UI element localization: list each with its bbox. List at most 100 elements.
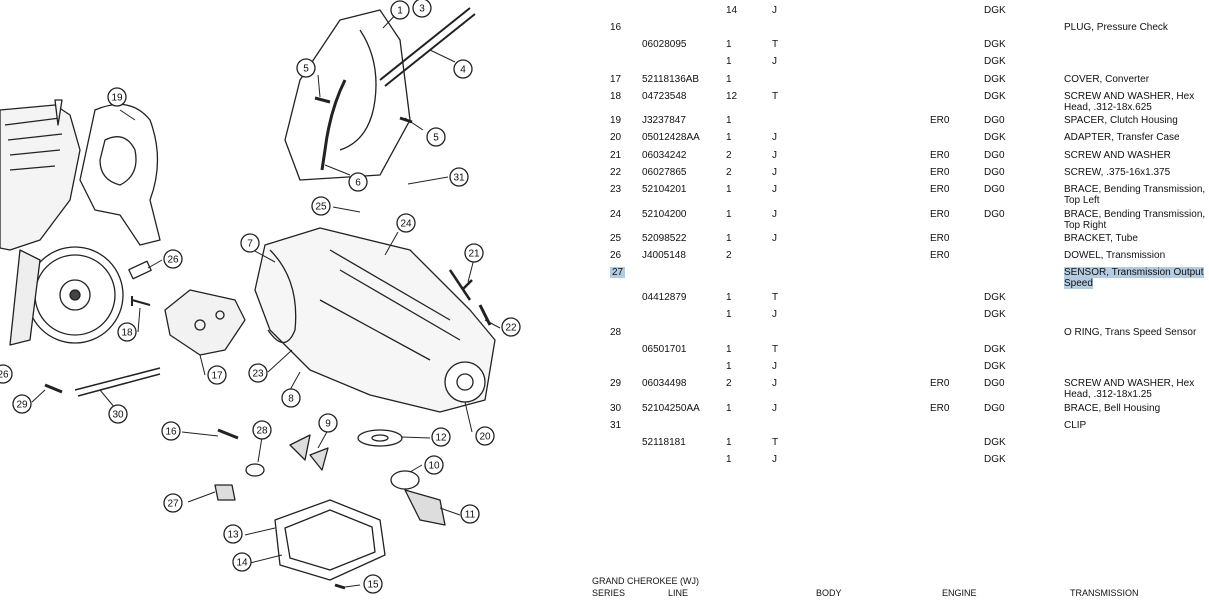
svg-text:13: 13 bbox=[227, 530, 239, 541]
cell-item: 21 bbox=[610, 150, 622, 161]
callout-30: 30 bbox=[108, 404, 128, 424]
cell-trans: DGK bbox=[984, 344, 1006, 355]
callout-9: 9 bbox=[318, 413, 338, 433]
cell-qty: 1 bbox=[726, 403, 732, 414]
cell-trans: DGK bbox=[984, 437, 1006, 448]
cell-qty: 1 bbox=[726, 74, 732, 85]
cell-desc: DOWEL, Transmission bbox=[1064, 250, 1166, 261]
cell-pn: 06034242 bbox=[642, 150, 687, 161]
callout-31: 31 bbox=[449, 167, 469, 187]
cell-item: 18 bbox=[610, 91, 622, 102]
cell-eng: ER0 bbox=[930, 250, 950, 261]
svg-text:30: 30 bbox=[112, 410, 124, 421]
cell-eng: ER0 bbox=[930, 115, 950, 126]
cell-eng: ER0 bbox=[930, 403, 950, 414]
cell-code: T bbox=[772, 292, 779, 303]
cell-pn: 52118181 bbox=[642, 437, 686, 448]
cell-qty: 1 bbox=[726, 132, 732, 143]
cell-item: 20 bbox=[610, 132, 622, 143]
cell-trans: DGK bbox=[984, 132, 1006, 143]
cell-pn: 06027865 bbox=[642, 167, 687, 178]
cell-item: 19 bbox=[610, 115, 622, 126]
cell-desc: BRACKET, Tube bbox=[1064, 233, 1138, 244]
cell-trans: DGK bbox=[984, 56, 1006, 67]
cell-trans: DG0 bbox=[984, 403, 1005, 414]
callout-24: 24 bbox=[396, 213, 416, 233]
cell-qty: 1 bbox=[726, 115, 732, 126]
cell-pn: 52118136AB bbox=[642, 74, 700, 85]
cell-item: 30 bbox=[610, 403, 622, 414]
cell-desc: BRACE, Bending Transmission, Top Right bbox=[1064, 209, 1206, 231]
svg-text:6: 6 bbox=[355, 178, 361, 189]
cell-pn: 52104201 bbox=[642, 184, 687, 195]
cell-qty: 2 bbox=[726, 378, 732, 389]
cell-trans: DG0 bbox=[984, 115, 1005, 126]
cell-qty: 1 bbox=[726, 184, 732, 195]
cell-trans: DGK bbox=[984, 91, 1006, 102]
cell-code: J bbox=[772, 150, 777, 161]
cell-desc: SCREW AND WASHER bbox=[1064, 150, 1171, 161]
cell-code: J bbox=[772, 378, 777, 389]
callout-10: 10 bbox=[424, 455, 444, 475]
svg-text:26: 26 bbox=[0, 370, 9, 381]
cell-item: 29 bbox=[610, 378, 622, 389]
svg-text:12: 12 bbox=[435, 433, 447, 444]
callout-22: 22 bbox=[501, 317, 521, 337]
cell-eng: ER0 bbox=[930, 150, 950, 161]
callout-21: 21 bbox=[464, 243, 484, 263]
cell-trans: DG0 bbox=[984, 209, 1005, 220]
cell-desc: SCREW AND WASHER, Hex Head, .312-18x.625 bbox=[1064, 91, 1195, 113]
callout-20: 20 bbox=[475, 426, 495, 446]
cell-trans: DGK bbox=[984, 361, 1006, 372]
cell-code: J bbox=[772, 56, 777, 67]
cell-qty: 1 bbox=[726, 56, 732, 67]
line-label: LINE bbox=[668, 588, 689, 598]
svg-text:7: 7 bbox=[247, 239, 253, 250]
cell-item: 28 bbox=[610, 327, 622, 338]
cell-pn: 06034498 bbox=[642, 378, 687, 389]
cell-trans: DG0 bbox=[984, 150, 1005, 161]
cell-item: 22 bbox=[610, 167, 622, 178]
svg-text:21: 21 bbox=[468, 249, 480, 260]
engine-label: ENGINE bbox=[942, 588, 977, 598]
callout-23: 23 bbox=[248, 363, 268, 383]
cell-qty: 12 bbox=[726, 91, 738, 102]
callout-12: 12 bbox=[431, 427, 451, 447]
cell-item: 24 bbox=[610, 209, 622, 220]
cell-item: 26 bbox=[610, 250, 622, 261]
cell-qty: 1 bbox=[726, 39, 732, 50]
callout-5: 5 bbox=[296, 58, 316, 78]
transmission-label: TRANSMISSION bbox=[1070, 588, 1139, 598]
vehicle-name: GRAND CHEROKEE (WJ) bbox=[592, 576, 700, 586]
svg-text:3: 3 bbox=[419, 4, 425, 15]
cell-item: 27 bbox=[610, 267, 626, 278]
cell-item: 31 bbox=[610, 420, 622, 431]
svg-text:5: 5 bbox=[303, 64, 309, 75]
cell-trans: DGK bbox=[984, 454, 1006, 465]
cell-desc: O RING, Trans Speed Sensor bbox=[1064, 327, 1197, 338]
callout-28: 28 bbox=[252, 420, 272, 440]
cell-qty: 1 bbox=[726, 233, 732, 244]
cell-desc: PLUG, Pressure Check bbox=[1064, 22, 1168, 33]
cell-pn: 04412879 bbox=[642, 292, 687, 303]
svg-text:20: 20 bbox=[479, 432, 491, 443]
callout-8: 8 bbox=[281, 388, 301, 408]
svg-text:24: 24 bbox=[400, 219, 412, 230]
cell-trans: DGK bbox=[984, 309, 1006, 320]
cell-code: J bbox=[772, 454, 777, 465]
svg-text:10: 10 bbox=[428, 461, 440, 472]
cell-item: 17 bbox=[610, 74, 622, 85]
vehicle-footer: GRAND CHEROKEE (WJ) SERIES LINE BODY ENG… bbox=[592, 576, 1209, 608]
cell-desc: COVER, Converter bbox=[1064, 74, 1150, 85]
svg-text:27: 27 bbox=[167, 499, 179, 510]
svg-text:16: 16 bbox=[165, 427, 177, 438]
cell-code: J bbox=[772, 5, 777, 16]
callout-1: 1 bbox=[390, 0, 410, 20]
cell-desc: SENSOR, Transmission Output Speed bbox=[1064, 267, 1204, 289]
cell-desc: SCREW, .375-16x1.375 bbox=[1064, 167, 1171, 178]
callout-26: 26 bbox=[0, 364, 13, 384]
cell-eng: ER0 bbox=[930, 184, 950, 195]
cell-trans: DGK bbox=[984, 74, 1006, 85]
cell-code: J bbox=[772, 209, 777, 220]
